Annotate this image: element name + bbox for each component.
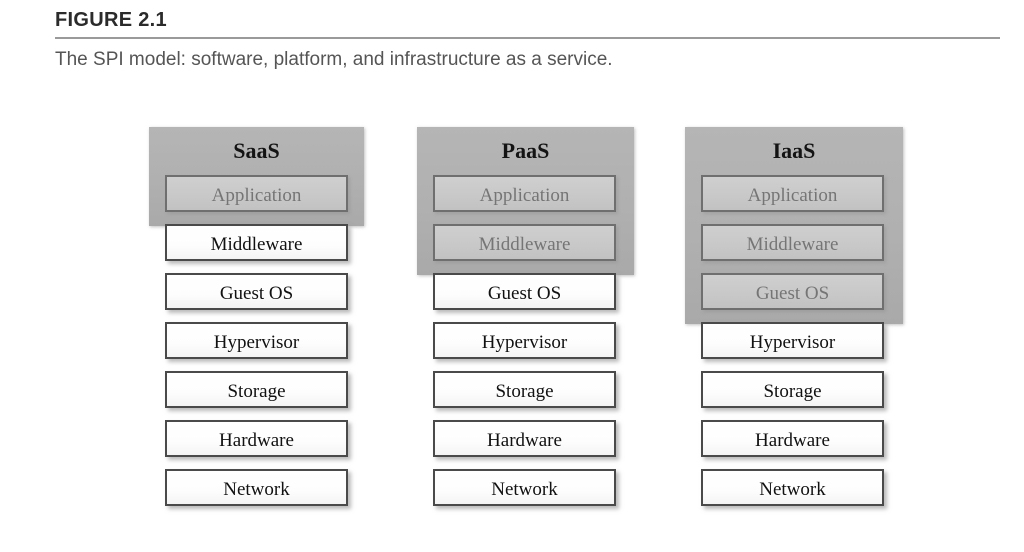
layer-box-saas-hypervisor: Hypervisor — [165, 322, 348, 359]
layer-box-saas-storage: Storage — [165, 371, 348, 408]
figure-caption: The SPI model: software, platform, and i… — [55, 49, 613, 70]
figure-divider — [55, 37, 1000, 39]
layer-box-iaas-network: Network — [701, 469, 884, 506]
layer-box-iaas-hypervisor: Hypervisor — [701, 322, 884, 359]
layer-box-paas-storage: Storage — [433, 371, 616, 408]
column-header-saas: SaaS — [233, 138, 280, 163]
layer-box-paas-network: Network — [433, 469, 616, 506]
layer-box-iaas-middleware: Middleware — [701, 224, 884, 261]
layer-box-paas-hardware: Hardware — [433, 420, 616, 457]
layer-box-iaas-application: Application — [701, 175, 884, 212]
layer-box-iaas-guest-os: Guest OS — [701, 273, 884, 310]
layer-box-paas-guest-os: Guest OS — [433, 273, 616, 310]
layer-box-paas-application: Application — [433, 175, 616, 212]
layer-box-saas-guest-os: Guest OS — [165, 273, 348, 310]
figure-header: FIGURE 2.1 The SPI model: software, plat… — [55, 8, 1000, 72]
layer-box-saas-hardware: Hardware — [165, 420, 348, 457]
figure-title: FIGURE 2.1 — [55, 9, 167, 31]
layer-box-iaas-storage: Storage — [701, 371, 884, 408]
layer-box-saas-application: Application — [165, 175, 348, 212]
column-header-paas: PaaS — [501, 138, 550, 163]
layer-box-paas-middleware: Middleware — [433, 224, 616, 261]
layer-box-paas-hypervisor: Hypervisor — [433, 322, 616, 359]
layer-box-saas-middleware: Middleware — [165, 224, 348, 261]
layer-box-saas-network: Network — [165, 469, 348, 506]
column-header-iaas: IaaS — [772, 138, 816, 163]
layer-box-iaas-hardware: Hardware — [701, 420, 884, 457]
